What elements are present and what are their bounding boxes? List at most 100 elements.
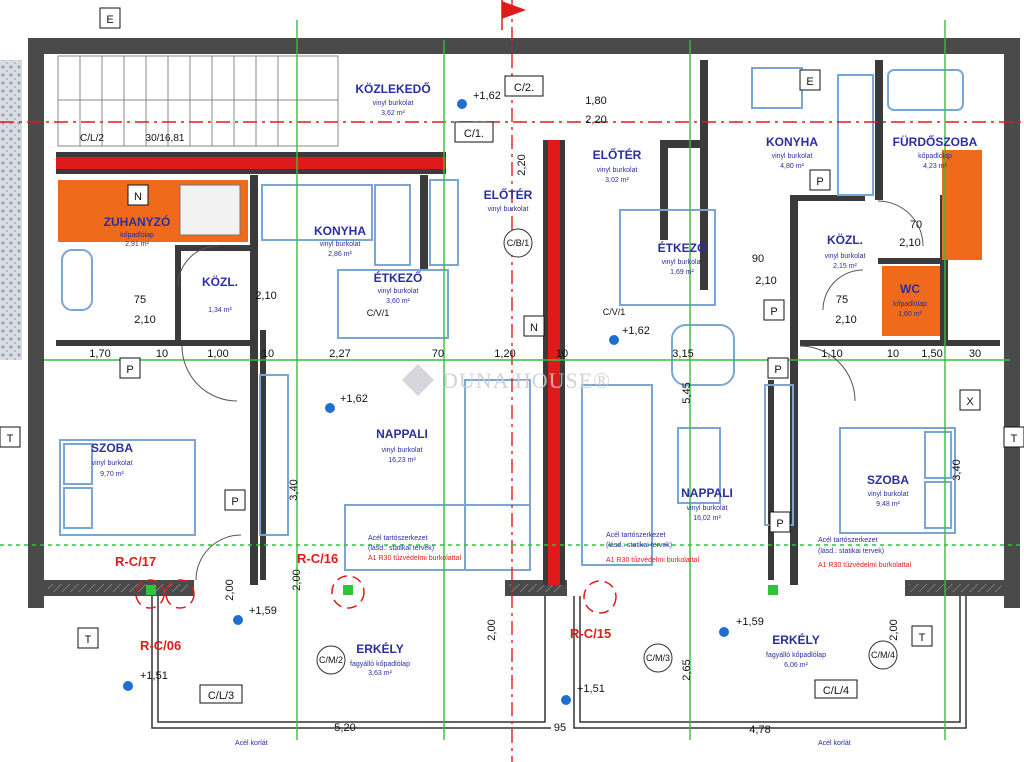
balconies (151, 596, 967, 729)
svg-text:+1,62: +1,62 (622, 325, 650, 337)
svg-text:N: N (530, 322, 538, 334)
svg-text:1,69 m²: 1,69 m² (670, 269, 694, 276)
svg-text:T: T (85, 634, 92, 646)
svg-text:2,15 m²: 2,15 m² (833, 263, 857, 270)
svg-text:T: T (7, 433, 14, 445)
svg-text:C/V/1: C/V/1 (603, 307, 626, 317)
svg-text:vinyl burkolat: vinyl burkolat (868, 491, 909, 498)
room-erkely-right: ERKÉLY (772, 632, 820, 647)
svg-text:vinyl burkolat: vinyl burkolat (772, 153, 813, 160)
svg-text:Acél korlát: Acél korlát (235, 740, 268, 747)
svg-text:10: 10 (887, 348, 899, 360)
svg-text:3,40: 3,40 (288, 479, 300, 500)
revision-labels: R-C/17 R-C/16 R-C/06 R-C/15 (115, 551, 778, 653)
svg-text:vinyl burkolat: vinyl burkolat (373, 100, 414, 107)
north-flag-icon (501, 0, 527, 30)
svg-text:10: 10 (262, 348, 274, 360)
svg-text:9,70 m²: 9,70 m² (100, 471, 124, 478)
svg-text:P: P (774, 364, 781, 376)
outer-wall-right (1004, 38, 1020, 608)
room-furdoszoba: FÜRDŐSZOBA (893, 134, 978, 149)
svg-text:C/B/1: C/B/1 (507, 238, 530, 248)
svg-text:(lásd.: statikai tervek): (lásd.: statikai tervek) (818, 548, 884, 555)
svg-text:Acél tartószerkezet: Acél tartószerkezet (606, 532, 666, 539)
room-zuhanyzo: ZUHANYZÓ (104, 214, 171, 229)
room-erkely-left: ERKÉLY (356, 641, 404, 656)
svg-text:kőpadlólap: kőpadlólap (893, 301, 927, 308)
room-labels: KÖZLEKEDŐ vinyl burkolat 3,62 m² ZUHANYZ… (91, 81, 978, 677)
svg-text:R-C/06: R-C/06 (140, 638, 181, 653)
svg-text:4,80 m²: 4,80 m² (780, 163, 804, 170)
svg-text:C/1.: C/1. (464, 128, 484, 140)
svg-text:R-C/17: R-C/17 (115, 554, 156, 569)
svg-text:6,06 m²: 6,06 m² (784, 662, 808, 669)
svg-text:3,02 m²: 3,02 m² (605, 177, 629, 184)
svg-text:3,60 m²: 3,60 m² (386, 298, 410, 305)
svg-text:R-C/16: R-C/16 (297, 551, 338, 566)
room-szoba-right: SZOBA (867, 473, 909, 487)
svg-text:C/L/4: C/L/4 (823, 685, 849, 697)
outer-wall-left (28, 38, 44, 608)
room-szoba-left: SZOBA (91, 441, 133, 455)
svg-text:(lásd.: statikai tervek): (lásd.: statikai tervek) (606, 542, 672, 549)
svg-text:vinyl burkolat: vinyl burkolat (382, 447, 423, 454)
svg-text:vinyl burkolat: vinyl burkolat (825, 253, 866, 260)
svg-text:1,34 m²: 1,34 m² (208, 307, 232, 314)
svg-text:C/M/3: C/M/3 (646, 653, 670, 663)
svg-text:95: 95 (554, 722, 566, 734)
svg-text:1,80: 1,80 (585, 95, 606, 107)
svg-text:vinyl burkolat: vinyl burkolat (488, 206, 529, 213)
steel-notes: Acél tartószerkezet (lásd.: statikai ter… (235, 532, 911, 747)
svg-text:+1,59: +1,59 (249, 605, 277, 617)
door-swings (177, 200, 924, 581)
svg-text:16,23 m²: 16,23 m² (388, 457, 416, 464)
svg-text:2,10: 2,10 (755, 275, 776, 287)
svg-text:75: 75 (134, 294, 146, 306)
svg-text:fagyálló kőpadlólap: fagyálló kőpadlólap (350, 661, 410, 668)
svg-text:P: P (776, 518, 783, 530)
svg-text:2,91 m²: 2,91 m² (125, 241, 149, 248)
svg-text:70: 70 (432, 348, 444, 360)
svg-text:P: P (126, 364, 133, 376)
svg-text:+1,62: +1,62 (473, 90, 501, 102)
watermark-text: DUNA HOUSE® (442, 368, 611, 393)
svg-text:C/L/2: C/L/2 (80, 133, 104, 144)
svg-text:1,60 m²: 1,60 m² (898, 311, 922, 318)
svg-text:+1,51: +1,51 (577, 683, 605, 695)
svg-text:A1 R30 tűzvédelmi burkolattal: A1 R30 tűzvédelmi burkolattal (818, 562, 911, 569)
svg-text:2,10: 2,10 (255, 290, 276, 302)
svg-text:2,10: 2,10 (899, 237, 920, 249)
room-kozlekedo: KÖZLEKEDŐ (355, 81, 430, 96)
wc-fill (882, 266, 940, 336)
svg-text:3,62 m²: 3,62 m² (381, 110, 405, 117)
room-etkezo-right: ÉTKEZŐ (658, 240, 707, 255)
svg-text:T: T (1011, 433, 1018, 445)
svg-text:2,20: 2,20 (585, 114, 606, 126)
svg-text:R-C/15: R-C/15 (570, 626, 611, 641)
svg-text:10: 10 (156, 348, 168, 360)
svg-text:2,00: 2,00 (486, 619, 498, 640)
svg-text:C/M/4: C/M/4 (871, 650, 895, 660)
level-markers: +1,62 +1,62 +1,62 +1,59 +1,59 +1,51 +1,5… (140, 90, 764, 695)
svg-text:2,10: 2,10 (134, 314, 155, 326)
level-icons (123, 99, 729, 705)
svg-text:1,50: 1,50 (921, 348, 942, 360)
room-nappali-right: NAPPALI (681, 486, 733, 500)
svg-text:Acél korlát: Acél korlát (818, 740, 851, 747)
svg-text:5,45: 5,45 (681, 382, 693, 403)
svg-text:vinyl burkolat: vinyl burkolat (378, 288, 419, 295)
svg-text:vinyl burkolat: vinyl burkolat (92, 460, 133, 467)
svg-text:2,27: 2,27 (329, 348, 350, 360)
svg-text:X: X (966, 396, 974, 408)
svg-text:9,48 m²: 9,48 m² (876, 501, 900, 508)
svg-text:kőpadlólap: kőpadlólap (120, 232, 154, 239)
svg-text:2,65: 2,65 (681, 659, 693, 680)
svg-text:75: 75 (836, 294, 848, 306)
svg-text:1,20: 1,20 (494, 348, 515, 360)
svg-text:2,00: 2,00 (224, 579, 236, 600)
room-kozl-left: KÖZL. (202, 274, 238, 289)
svg-text:P: P (231, 496, 238, 508)
stair (57, 55, 339, 147)
svg-text:C/M/2: C/M/2 (319, 655, 343, 665)
